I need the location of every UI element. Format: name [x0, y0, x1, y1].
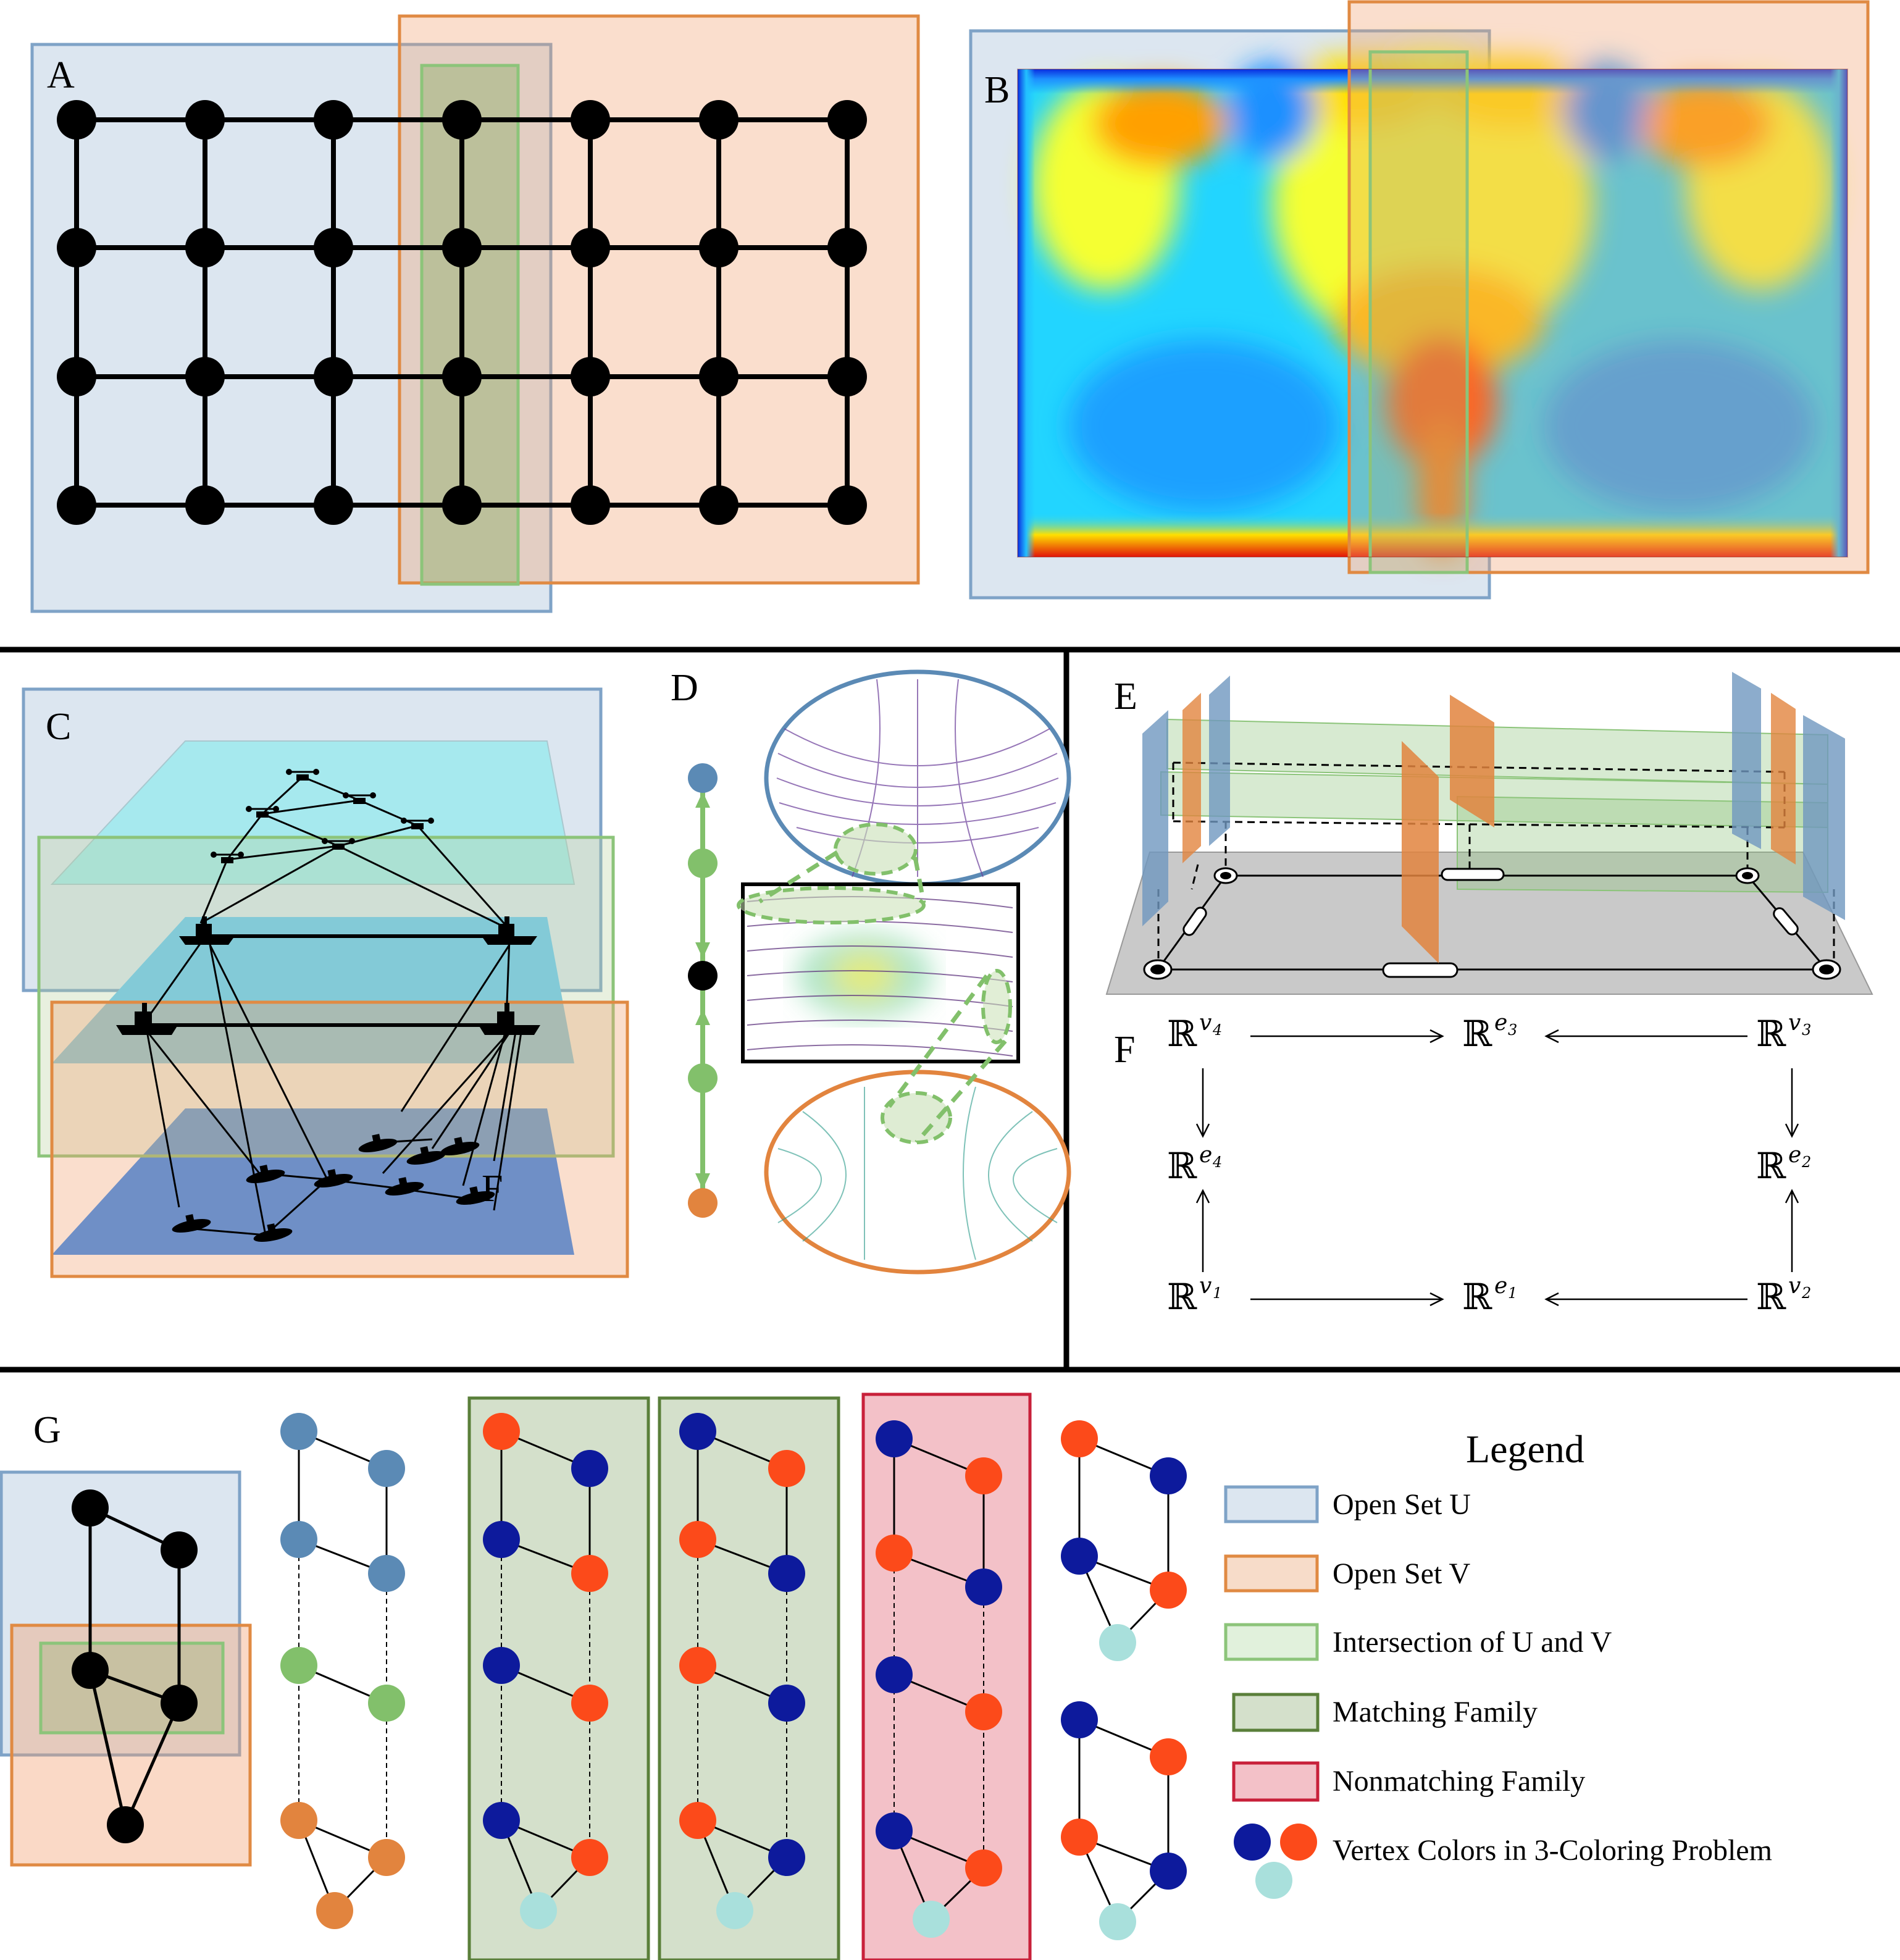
panel-label-a: A [47, 54, 75, 96]
node-u-intersection [688, 848, 718, 878]
legend-title: Legend [1466, 1427, 1584, 1471]
intersection-region [1368, 50, 1469, 574]
path-graph [688, 763, 718, 1218]
heatmap [1018, 49, 1848, 557]
panel-d: D [671, 667, 1071, 1275]
panel-c: C F [22, 687, 629, 1278]
panel-b: B [969, 0, 1870, 600]
svg-text:ℝ: ℝ [1756, 1276, 1786, 1318]
svg-text:3: 3 [1508, 1021, 1517, 1039]
svg-text:v: v [1788, 1010, 1801, 1036]
intersection-region [37, 836, 615, 1158]
vector-field-bottom [764, 1070, 1071, 1275]
svg-text:ℝ: ℝ [1756, 1145, 1786, 1187]
svg-text:2: 2 [1801, 1284, 1811, 1302]
svg-text:v: v [1199, 1010, 1212, 1036]
svg-text:Matching Family: Matching Family [1333, 1696, 1538, 1728]
panel-label-e: E [1114, 676, 1137, 718]
legend: Legend Open Set U Open Set V Intersectio… [1224, 1427, 1772, 1899]
svg-text:Open Set U: Open Set U [1333, 1488, 1471, 1521]
svg-text:4: 4 [1212, 1021, 1222, 1039]
open-set-v-region [50, 1000, 629, 1278]
svg-text:3: 3 [1802, 1021, 1811, 1039]
legend-item-intersection: Intersection of U and V [1224, 1623, 1612, 1661]
nonmatching-family [861, 1393, 1032, 1960]
drone-icons [211, 769, 434, 863]
svg-text:v: v [1199, 1273, 1212, 1299]
global-coloring-1 [1061, 1420, 1187, 1661]
legend-item-matching-family: Matching Family [1232, 1693, 1538, 1732]
panel-label-d: D [671, 667, 698, 709]
panel-a: A [30, 14, 920, 613]
heatmap-border [1017, 69, 1848, 558]
stalk-planes [1142, 672, 1845, 963]
panel-label-b: B [984, 69, 1010, 111]
legend-item-open-set-v: Open Set V [1224, 1554, 1470, 1593]
panel-label-f: F [1114, 1029, 1135, 1071]
svg-text:Intersection of U and V: Intersection of U and V [1333, 1626, 1612, 1659]
base-plane [1105, 852, 1873, 995]
open-set-v-region [1347, 0, 1870, 574]
legend-item-nonmatching-family: Nonmatching Family [1232, 1761, 1585, 1802]
svg-text:ℝ: ℝ [1756, 1013, 1786, 1055]
svg-text:e: e [1494, 1273, 1507, 1299]
network-links [146, 776, 523, 1236]
svg-text:e: e [1199, 1142, 1212, 1168]
svg-text:4: 4 [1212, 1154, 1222, 1171]
svg-text:1: 1 [1508, 1284, 1517, 1302]
matching-family-2 [658, 1396, 840, 1960]
panel-label-g: G [33, 1409, 61, 1451]
svg-text:ℝ: ℝ [1167, 1013, 1197, 1055]
legend-item-vertex-colors: Vertex Colors in 3-Coloring Problem [1234, 1824, 1772, 1899]
node-u [688, 763, 718, 793]
vertex-dots [1150, 872, 1834, 974]
sheaf-graph-colored [280, 1413, 405, 1929]
panel-g: G [0, 1393, 1772, 1960]
svg-text:ℝ: ℝ [1167, 1145, 1197, 1187]
intersection-region [420, 64, 520, 586]
base-graph-with-cover [0, 1470, 252, 1867]
node-v [688, 1188, 718, 1218]
matching-family-1 [467, 1396, 650, 1960]
svg-text:2: 2 [1801, 1154, 1811, 1171]
submarine-layer-plane [52, 1108, 574, 1255]
submarine-icons [172, 1134, 495, 1242]
vector-field-middle [737, 882, 1020, 1063]
edge-pills [1182, 868, 1799, 978]
svg-text:ℝ: ℝ [1167, 1276, 1197, 1318]
global-coloring-2 [1061, 1701, 1187, 1940]
svg-text:Open Set V: Open Set V [1333, 1557, 1470, 1590]
svg-text:e: e [1494, 1010, 1507, 1036]
svg-text:e: e [1788, 1142, 1801, 1168]
svg-text:Nonmatching Family: Nonmatching Family [1333, 1765, 1585, 1798]
panel-label-c: C [46, 706, 71, 748]
legend-item-open-set-u: Open Set U [1224, 1485, 1471, 1523]
vector-field-top [764, 669, 1071, 887]
ship-icons [116, 916, 540, 1035]
overlay-label-f: F [482, 1168, 503, 1210]
intersection-region [39, 1641, 225, 1735]
svg-text:Vertex Colors in 3-Coloring Pr: Vertex Colors in 3-Coloring Problem [1333, 1834, 1772, 1867]
node-v-intersection [688, 1063, 718, 1093]
projection-dashes [758, 850, 1007, 1144]
svg-text:1: 1 [1213, 1284, 1222, 1302]
node-center [688, 961, 718, 990]
svg-text:ℝ: ℝ [1462, 1013, 1492, 1055]
panel-e: E [1105, 672, 1873, 995]
restriction-maps [1195, 1029, 1799, 1307]
svg-text:v: v [1788, 1273, 1801, 1299]
svg-text:ℝ: ℝ [1462, 1276, 1492, 1318]
grid-nodes [57, 100, 867, 525]
